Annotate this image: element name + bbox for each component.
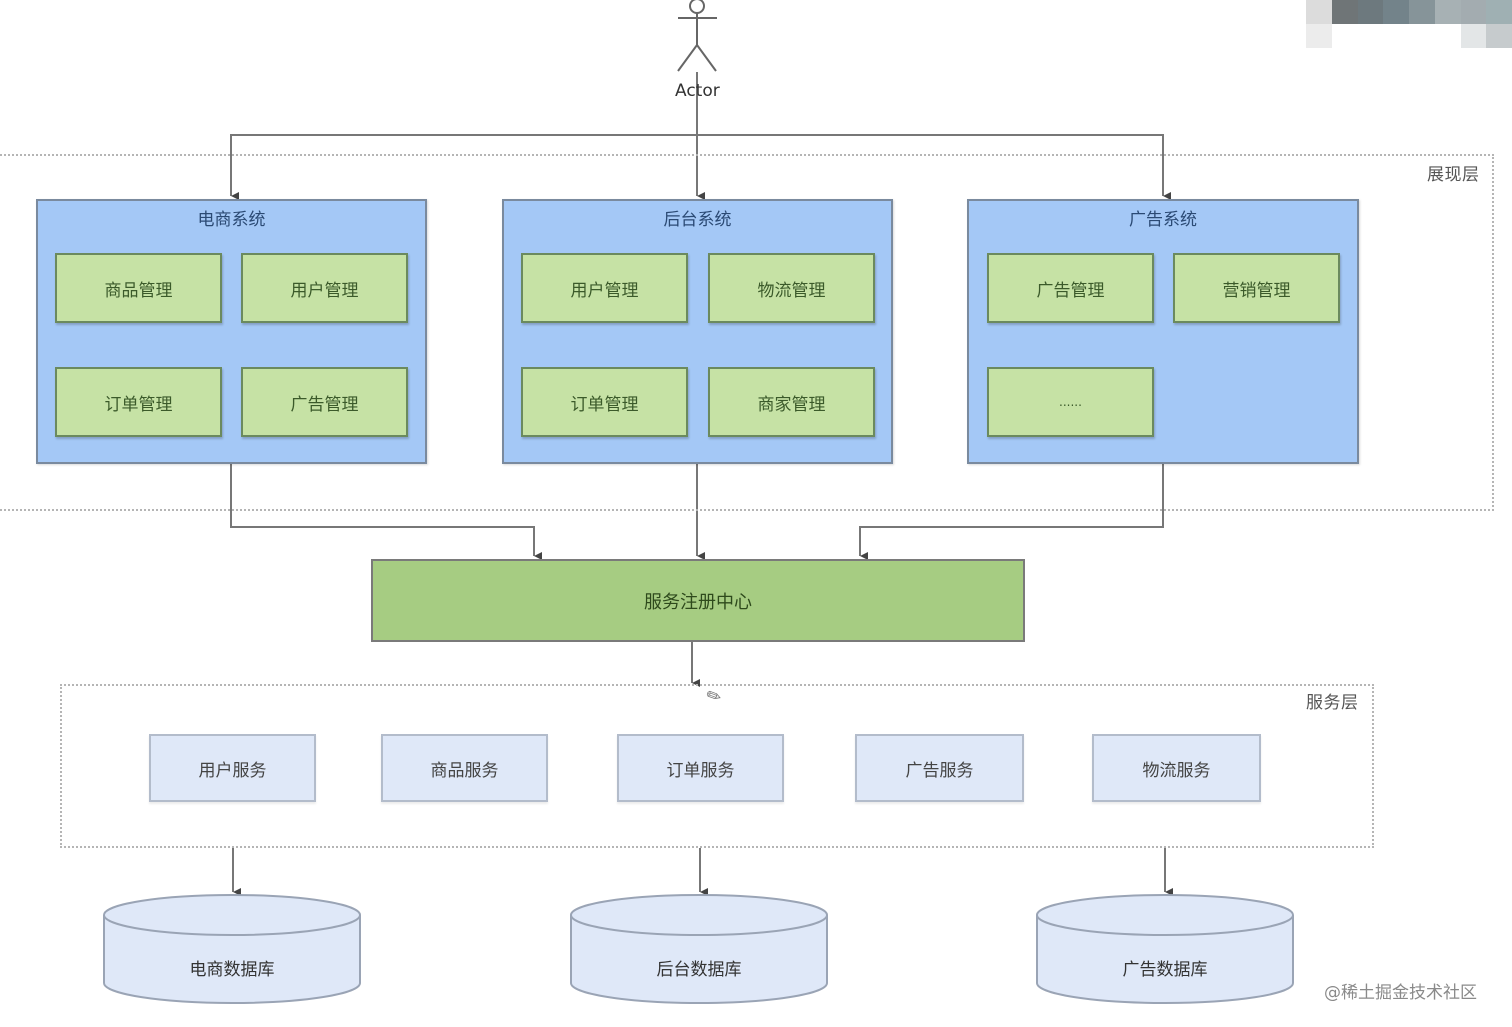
service-logistics[interactable]: 物流服务 [1092,734,1261,802]
system-advertising[interactable]: 广告系统 广告管理 营销管理 ...... [967,199,1359,464]
module-order-management[interactable]: 订单管理 [55,367,222,437]
module-user-management[interactable]: 用户管理 [521,253,688,323]
db-cylinder-1 [103,894,361,1004]
actor-figure-icon [677,0,717,72]
module-product-management[interactable]: 商品管理 [55,253,222,323]
module-more-placeholder[interactable]: ...... [987,367,1154,437]
db-cylinder-3 [1036,894,1294,1004]
presentation-layer-boundary [0,154,1494,511]
service-layer-boundary [60,684,1374,848]
service-product[interactable]: 商品服务 [381,734,548,802]
pixelated-blur-patch [1306,0,1512,48]
service-layer-label: 服务层 [1306,693,1359,713]
system-title: 后台系统 [663,210,732,230]
module-logistics-management[interactable]: 物流管理 [708,253,875,323]
module-ad-management[interactable]: 广告管理 [987,253,1154,323]
database-ecommerce-label: 电商数据库 [189,960,275,980]
module-order-management[interactable]: 订单管理 [521,367,688,437]
service-ad[interactable]: 广告服务 [855,734,1024,802]
module-user-management[interactable]: 用户管理 [241,253,408,323]
system-backend[interactable]: 后台系统 用户管理 物流管理 订单管理 商家管理 [502,199,893,464]
module-ad-management[interactable]: 广告管理 [241,367,408,437]
db-cylinder-2 [570,894,828,1004]
system-title: 电商系统 [197,210,266,230]
module-merchant-management[interactable]: 商家管理 [708,367,875,437]
service-user[interactable]: 用户服务 [149,734,316,802]
service-registry-center[interactable]: 服务注册中心 [371,559,1025,642]
service-order[interactable]: 订单服务 [617,734,784,802]
database-backend-label: 后台数据库 [656,960,742,980]
system-title: 广告系统 [1129,210,1197,230]
database-cylinder-shapes [103,894,1294,1004]
module-marketing-management[interactable]: 营销管理 [1173,253,1340,323]
system-ecommerce[interactable]: 电商系统 商品管理 用户管理 订单管理 广告管理 [36,199,427,464]
presentation-layer-label: 展现层 [1427,165,1480,185]
database-ads-label: 广告数据库 [1122,960,1208,980]
watermark: @稀土掘金技术社区 [1324,983,1477,1003]
actor-label: Actor [675,81,720,101]
